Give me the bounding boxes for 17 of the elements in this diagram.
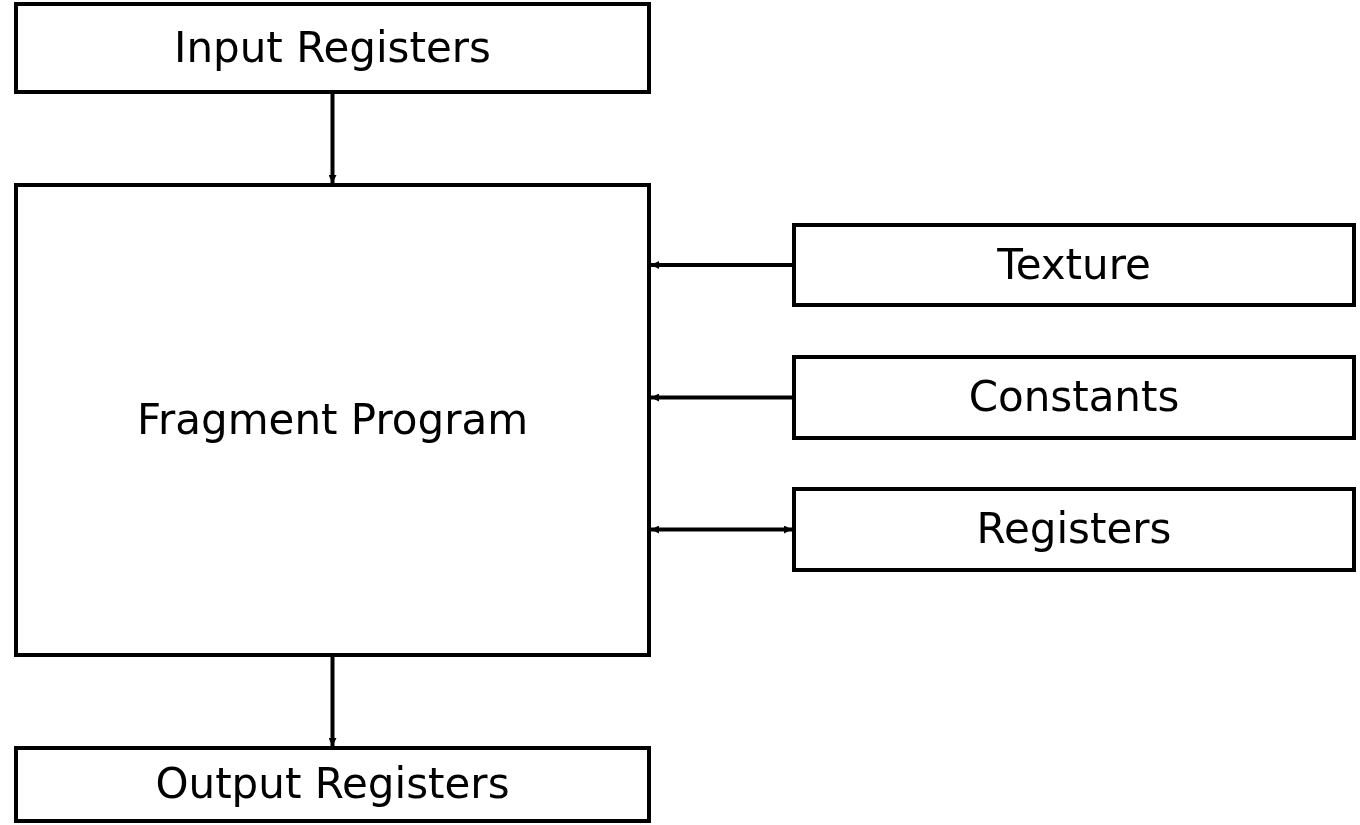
arrow: [328, 94, 337, 183]
box-label: Texture: [997, 238, 1151, 291]
box-label: Constants: [968, 371, 1180, 424]
process-box: [792, 223, 1356, 307]
process-box: [792, 487, 1356, 572]
process-box: [14, 746, 651, 823]
arrow: [651, 525, 792, 534]
process-box: [792, 355, 1356, 440]
process-box: [14, 2, 651, 94]
box-label: Output Registers: [155, 758, 510, 811]
arrow: [328, 657, 337, 746]
arrow: [651, 261, 792, 269]
process-box: [14, 183, 651, 657]
box-label: Registers: [976, 503, 1172, 556]
box-label: Input Registers: [174, 21, 491, 74]
box-label: Fragment Program: [136, 393, 529, 446]
arrow: [651, 393, 792, 402]
